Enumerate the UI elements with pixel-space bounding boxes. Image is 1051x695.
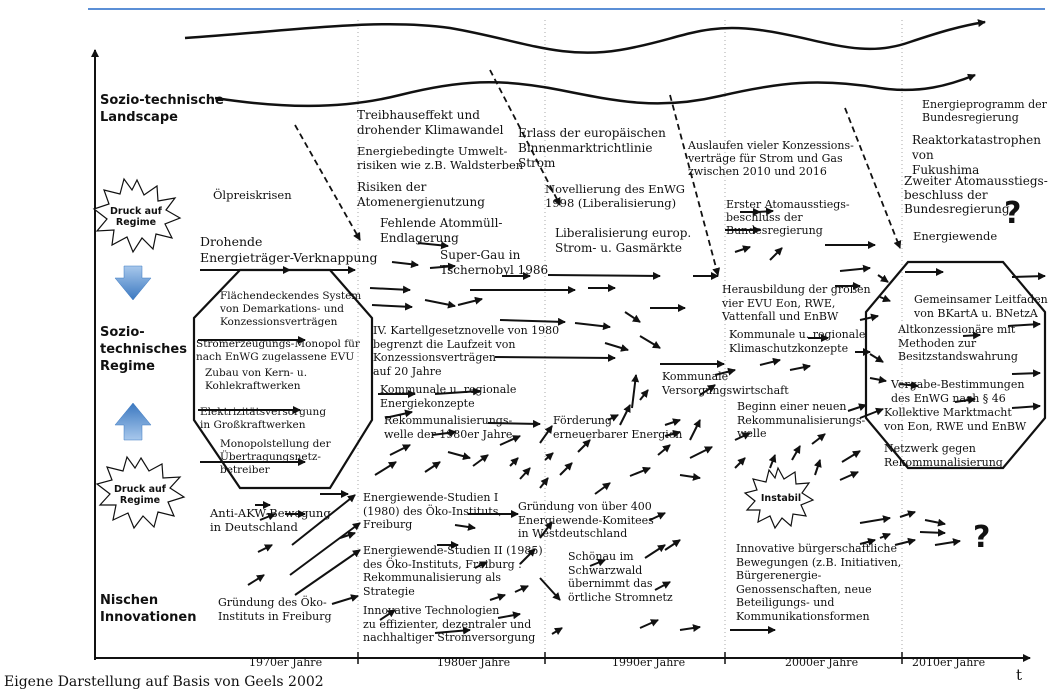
landscape-chernobyl: Super-Gau in Tschernobyl 1986 — [440, 248, 549, 277]
landscape-enwg-1998: Novellierung des EnWG 1998 (Liberalisier… — [545, 182, 685, 210]
pressure-arrow-up — [114, 402, 152, 441]
landscape-waste-storage: Fehlende Atommüll- Endlagerung — [380, 216, 503, 245]
decade-label-2010s: 2010er Jahre — [912, 656, 986, 669]
regime-guideline: Gemeinsamer Leitfaden von BKartA u. BNet… — [914, 293, 1048, 320]
landscape-wave-bottom — [214, 73, 976, 108]
niche-studies-2: Energiewende-Studien II (1985) des Öko-I… — [363, 544, 543, 598]
decade-label-1980s: 1980er Jahre — [437, 656, 511, 669]
decade-label-1990s: 1990er Jahre — [612, 656, 686, 669]
decade-label-2000s: 2000er Jahre — [785, 656, 859, 669]
regime-new-wave: Beginn einer neuen Rekommunalisierungs- … — [737, 400, 866, 440]
regime-old-concessions: Altkonzessionäre mit Methoden zur Besitz… — [898, 323, 1018, 363]
landscape-wave-top — [184, 19, 986, 54]
level-label-regime: Sozio- technisches Regime — [100, 325, 187, 374]
regime-market-power: Kollektive Marktmacht von Eon, RWE und E… — [884, 406, 1027, 433]
landscape-energy-programme: Energieprogramm der Bundesregierung — [922, 98, 1047, 124]
regime-supply: Elektrizitätsversorgung in Großkraftwerk… — [200, 406, 327, 431]
regime-big-four: Herausbildung der großen vier EVU Eon, R… — [722, 283, 871, 323]
landscape-nuclear-risks: Risiken der Atomenergienutzung — [357, 180, 485, 209]
regime-enwg-46: Vergabe-Bestimmungen des EnWG nach § 46 — [891, 378, 1025, 405]
regime-climate-concepts: Kommunale u. regionale Klimaschutzkonzep… — [729, 328, 866, 355]
niche-citizen-movements: Innovative bürgerschaftliche Bewegungen … — [736, 542, 902, 623]
landscape-fukushima: Reaktorkatastrophen von Fukushima — [912, 133, 1041, 177]
decade-label-1970s: 1970er Jahre — [249, 656, 323, 669]
niche-studies-1: Energiewende-Studien I (1980) des Öko-In… — [363, 491, 502, 531]
regime-octagon-right — [864, 260, 1047, 470]
regime-grid-monopoly: Monopolstellung der Übertragungsnetz- be… — [220, 438, 331, 476]
regime-remunic-80s: Rekommunalisierungs- welle der 1980er Ja… — [384, 414, 513, 441]
niche-schoenau: Schönau im Schwarzwald übernimmt das ört… — [568, 550, 673, 604]
pressure-label-top: Druck auf Regime — [110, 206, 162, 228]
landscape-eu-directive: Erlass der europäischen Binnenmarktricht… — [518, 126, 666, 170]
niche-committees: Gründung von über 400 Energiewende-Komit… — [518, 500, 654, 540]
landscape-resource-scarcity: Drohende Energieträger-Verknappung — [200, 234, 378, 265]
regime-monopoly: Stromerzeugungs-Monopol für nach EnWG zu… — [196, 338, 360, 363]
landscape-second-phaseout: Zweiter Atomausstiegs- beschluss der Bun… — [904, 174, 1048, 216]
unstable-star — [743, 466, 815, 530]
pressure-star-bottom — [95, 455, 186, 530]
niche-innovative-tech: Innovative Technologien zu effizienter, … — [363, 604, 536, 644]
figure-caption: Eigene Darstellung auf Basis von Geels 2… — [4, 674, 324, 690]
regime-energy-concepts: Kommunale u. regionale Energiekonzepte — [380, 383, 517, 410]
regime-municipal-supply: Kommunale Versorgungswirtschaft — [662, 370, 789, 397]
pressure-label-bottom: Druck auf Regime — [114, 484, 166, 506]
time-axis-label: t — [1016, 666, 1023, 684]
pressure-star-top — [92, 177, 182, 254]
landscape-liberalisation: Liberalisierung europ. Strom- u. Gasmärk… — [555, 226, 692, 255]
regime-renewables: Förderung erneuerbarer Energien — [553, 414, 683, 441]
landscape-dashed-arrows — [294, 69, 902, 276]
flow-arrows — [198, 207, 1046, 636]
regime-octagon-left — [192, 268, 374, 490]
decade-ticks — [357, 652, 903, 664]
unstable-label: Instabil — [760, 493, 802, 504]
regime-cartel-law: IV. Kartellgesetznovelle von 1980 begren… — [373, 324, 560, 378]
niche-question-mark: ? — [973, 520, 991, 555]
decade-gridlines — [357, 20, 903, 650]
landscape-greenhouse: Treibhauseffekt und drohender Klimawande… — [357, 108, 504, 137]
level-label-landscape: Sozio-technische Landscape — [100, 93, 224, 125]
landscape-concession-expiry: Auslaufen vieler Konzessions- verträge f… — [688, 139, 854, 178]
pressure-arrow-down — [114, 265, 152, 301]
niche-oeko-founding: Gründung des Öko- Instituts in Freiburg — [218, 596, 332, 623]
regime-network: Netzwerk gegen Rekommunalisierung — [884, 442, 1003, 469]
landscape-env-risks: Energiebedingte Umwelt- risiken wie z.B.… — [357, 144, 524, 172]
landscape-first-phaseout: Erster Atomausstiegs- beschluss der Bund… — [726, 198, 850, 237]
niche-anti-nuclear: Anti-AKW-Bewegung in Deutschland — [210, 506, 331, 534]
regime-expansion: Zubau von Kern- u. Kohlekraftwerken — [205, 367, 308, 392]
regime-demarcation: Flächendeckendes System von Demarkations… — [220, 290, 362, 328]
landscape-oil-crisis: Ölpreiskrisen — [213, 188, 292, 202]
landscape-energiewende: Energiewende — [913, 229, 998, 243]
landscape-question-mark: ? — [1004, 196, 1022, 231]
level-label-niche: Nischen Innovationen — [100, 593, 197, 625]
